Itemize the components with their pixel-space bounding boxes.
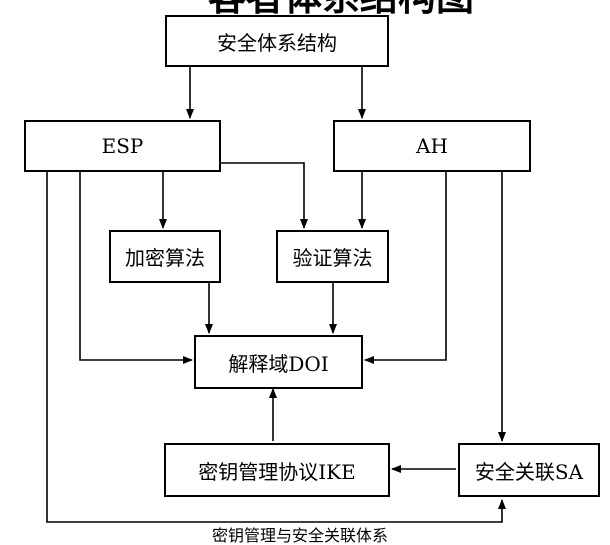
node-label: 验证算法 — [292, 246, 373, 270]
node-encryption-algorithm: 加密算法 — [109, 230, 221, 283]
node-doi: 解释域DOI — [194, 335, 363, 389]
node-authentication-algorithm: 验证算法 — [276, 230, 389, 283]
diagram-title-cropped: 客者体系结构图 — [208, 0, 474, 16]
node-label: 加密算法 — [125, 246, 205, 270]
node-ike: 密钥管理协议IKE — [164, 443, 390, 497]
arrow-esp-to-authentication — [221, 162, 308, 229]
node-label: AH — [416, 134, 448, 158]
bottom-caption-cropped: 密钥管理与安全关联体系 — [212, 526, 389, 545]
connector-lines — [46, 67, 506, 523]
node-ah: AH — [333, 120, 531, 172]
node-sa: 安全关联SA — [458, 443, 600, 497]
node-label: 安全关联SA — [474, 459, 584, 484]
node-label: 安全体系结构 — [217, 30, 337, 55]
arrow-esp-to-doi — [79, 172, 193, 364]
node-esp: ESP — [24, 120, 221, 172]
node-label: ESP — [101, 134, 144, 158]
arrow-esp-to-sa — [46, 172, 506, 523]
node-label: 密钥管理协议IKE — [198, 459, 356, 484]
node-security-architecture: 安全体系结构 — [165, 15, 389, 67]
node-label: 解释域DOI — [228, 351, 329, 376]
arrow-ah-to-doi — [364, 172, 447, 364]
